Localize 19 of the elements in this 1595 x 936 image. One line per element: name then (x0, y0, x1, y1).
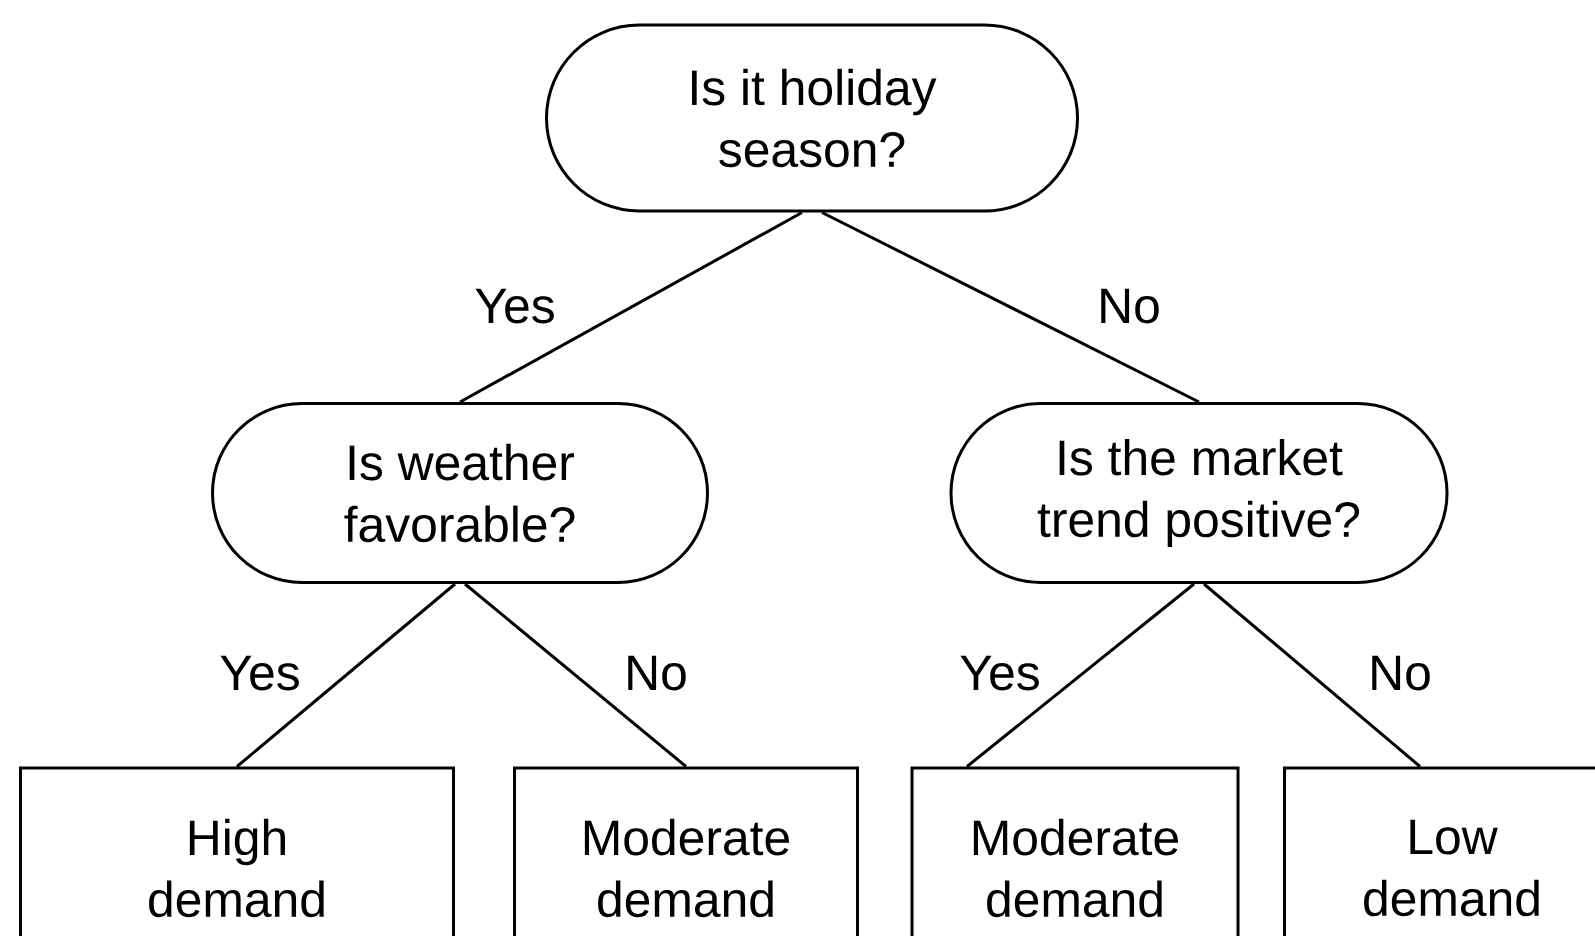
connector-line (464, 582, 687, 768)
edge-label: No (622, 653, 690, 693)
edge-label: No (1366, 653, 1434, 693)
connector-line (966, 582, 1195, 768)
connector-line (236, 582, 456, 768)
decision-box: Is it holiday season? (545, 23, 1079, 213)
decision-box: Is weather favorable? (211, 402, 709, 584)
outcome-box: Moderate demand (910, 766, 1240, 936)
edge-label: Yes (957, 653, 1043, 693)
outcome-box: Low demand (1283, 766, 1595, 936)
outcome-box: Moderate demand (513, 766, 859, 936)
connector-line (459, 211, 803, 404)
edge-label: No (1095, 286, 1163, 326)
edge-label: Yes (217, 653, 303, 693)
decision-box: Is the market trend positive? (949, 402, 1449, 584)
connector-line (1203, 582, 1421, 768)
outcome-box: High demand (19, 766, 455, 936)
edge-label: Yes (472, 286, 558, 326)
connector-line (821, 211, 1200, 404)
